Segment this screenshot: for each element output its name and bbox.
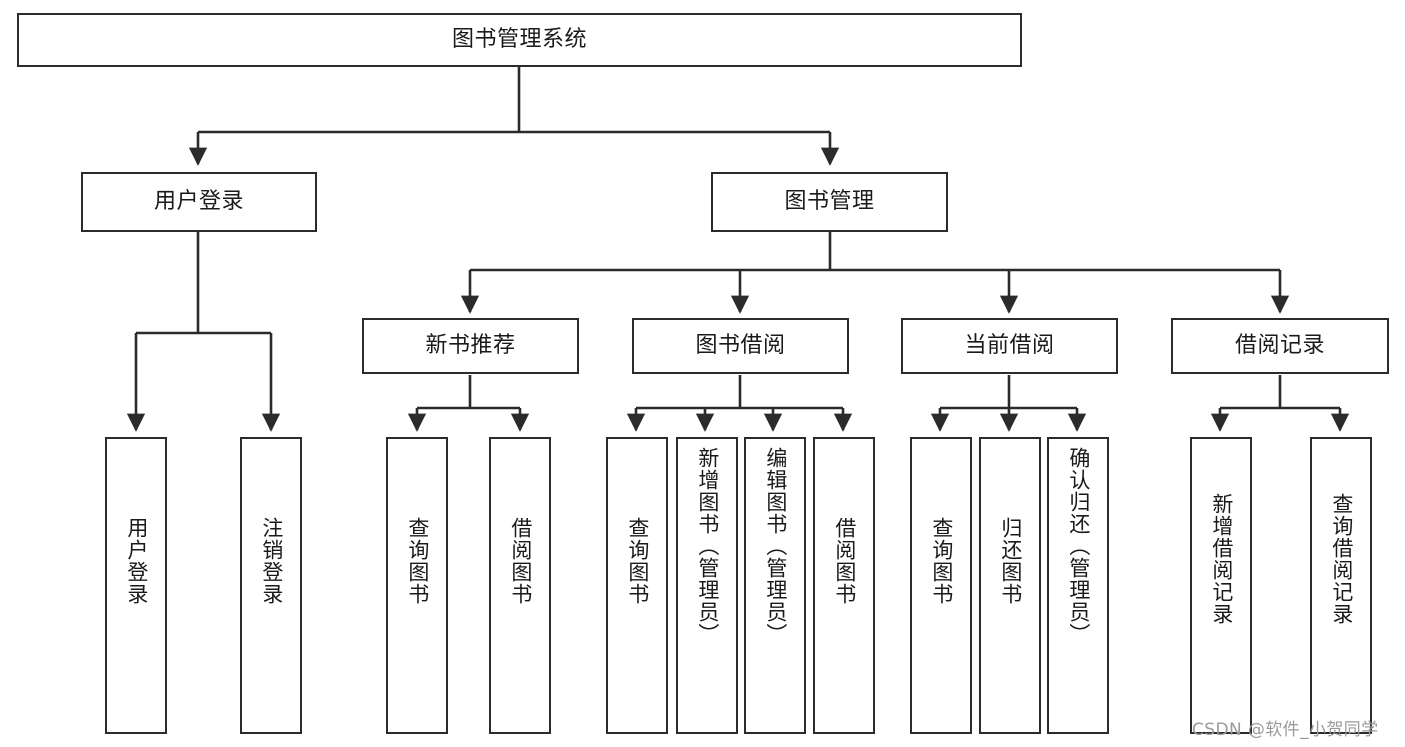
- leaf-new-book-borrow[interactable]: 借阅图书: [489, 437, 551, 734]
- leaf-borrow-record-add[interactable]: 新增借阅记录: [1190, 437, 1252, 734]
- node-label: 归还图书: [998, 517, 1023, 605]
- node-label: 用户登录: [153, 188, 244, 214]
- node-root-system[interactable]: 图书管理系统: [17, 13, 1022, 67]
- node-user-login[interactable]: 用户登录: [81, 172, 317, 232]
- leaf-borrow-record-query[interactable]: 查询借阅记录: [1310, 437, 1372, 734]
- node-label: 图书借阅: [695, 332, 786, 358]
- node-label: 确认归还（管理员）: [1066, 447, 1091, 645]
- leaf-book-borrow-query[interactable]: 查询图书: [606, 437, 668, 734]
- leaf-user-login-signout[interactable]: 注销登录: [240, 437, 302, 734]
- node-label: 图书管理: [784, 188, 875, 214]
- node-label: 注销登录: [259, 517, 284, 605]
- leaf-current-borrow-confirm-return[interactable]: 确认归还（管理员）: [1047, 437, 1109, 734]
- node-label: 新书推荐: [425, 332, 516, 358]
- node-label: 新增图书（管理员）: [695, 447, 720, 645]
- node-label: 查询借阅记录: [1329, 493, 1354, 625]
- node-label: 新增借阅记录: [1209, 493, 1234, 625]
- leaf-book-borrow-edit[interactable]: 编辑图书（管理员）: [744, 437, 806, 734]
- csdn-watermark: CSDN @软件_小贺同学: [1192, 720, 1379, 740]
- node-label: 借阅图书: [508, 517, 533, 605]
- node-label: 用户登录: [124, 517, 149, 605]
- node-current-borrow[interactable]: 当前借阅: [901, 318, 1118, 374]
- node-book-borrow[interactable]: 图书借阅: [632, 318, 849, 374]
- node-label: 借阅记录: [1234, 332, 1325, 358]
- node-label: 图书管理系统: [451, 26, 587, 52]
- leaf-user-login-signin[interactable]: 用户登录: [105, 437, 167, 734]
- node-label: 编辑图书（管理员）: [763, 447, 788, 645]
- node-book-management[interactable]: 图书管理: [711, 172, 948, 232]
- leaf-current-borrow-query[interactable]: 查询图书: [910, 437, 972, 734]
- leaf-new-book-query[interactable]: 查询图书: [386, 437, 448, 734]
- node-borrow-record[interactable]: 借阅记录: [1171, 318, 1389, 374]
- leaf-current-borrow-return[interactable]: 归还图书: [979, 437, 1041, 734]
- node-new-book-recommend[interactable]: 新书推荐: [362, 318, 579, 374]
- node-label: 查询图书: [929, 517, 954, 605]
- node-label: 查询图书: [405, 517, 430, 605]
- node-label: 借阅图书: [832, 517, 857, 605]
- leaf-book-borrow-lend[interactable]: 借阅图书: [813, 437, 875, 734]
- node-label: 当前借阅: [964, 332, 1055, 358]
- leaf-book-borrow-add[interactable]: 新增图书（管理员）: [676, 437, 738, 734]
- node-label: 查询图书: [625, 517, 650, 605]
